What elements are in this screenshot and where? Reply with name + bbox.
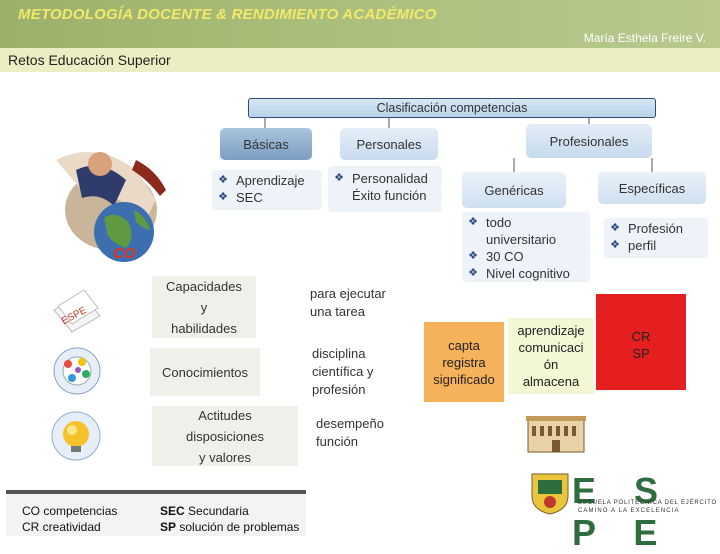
profesionales-box: Profesionales <box>526 124 652 158</box>
legend-box <box>6 490 306 536</box>
personales-box: Personales <box>340 128 438 160</box>
espe-logo-motto: CAMINO A LA EXCELENCIA <box>578 508 680 514</box>
diamond-bullet-icon: ❖ <box>468 216 478 228</box>
diamond-bullet-icon: ❖ <box>468 250 478 262</box>
connector-lines <box>264 118 653 172</box>
list-item: ❖universitario <box>486 232 557 247</box>
basicas-box: Básicas <box>220 128 312 160</box>
author-name: María Esthela Freire V. <box>583 31 706 45</box>
genericas-list: ❖todo ❖universitario ❖30 CO ❖Nivel cogni… <box>462 212 590 282</box>
co-label: CO <box>113 245 136 262</box>
list-item: ❖Personalidad <box>332 170 438 187</box>
diamond-bullet-icon: ❖ <box>218 191 228 203</box>
capacidades-description: para ejecutar una tarea <box>310 286 386 319</box>
main-title: METODOLOGÍA DOCENTE & RENDIMIENTO ACADÉM… <box>18 6 437 23</box>
personales-list: ❖Personalidad ❖Éxito función <box>328 166 442 212</box>
capta-box: capta registra significado <box>424 322 504 402</box>
aprendizaje-box: aprendizaje comunicaci ón almacena <box>508 318 594 394</box>
legend-col1: CO competencias CR creatividad <box>22 504 118 534</box>
diamond-bullet-icon: ❖ <box>334 172 344 184</box>
cr-sp-box: CR SP <box>596 294 686 390</box>
list-item: ❖Éxito función <box>352 188 427 203</box>
paper-stack-icon: ESPE <box>53 289 101 333</box>
building-icon <box>526 416 586 453</box>
list-item: ❖todo <box>466 214 586 231</box>
diamond-bullet-icon: ❖ <box>610 239 620 251</box>
espe-crest-icon <box>531 473 569 515</box>
head-gears-icon <box>53 347 101 395</box>
actitudes-box: Actitudes disposiciones y valores <box>152 406 298 466</box>
conocimientos-box: Conocimientos <box>150 348 260 396</box>
diamond-bullet-icon: ❖ <box>468 267 478 279</box>
classification-box: Clasificación competencias <box>248 98 656 118</box>
slide-subtitle: Retos Educación Superior <box>8 52 171 68</box>
list-item: ❖Profesión <box>608 220 704 237</box>
especificas-list: ❖Profesión ❖perfil <box>604 218 708 258</box>
basicas-list: ❖Aprendizaje ❖SEC <box>212 170 322 210</box>
diamond-bullet-icon: ❖ <box>218 174 228 186</box>
header-band <box>0 0 720 48</box>
list-item: ❖30 CO <box>466 248 586 265</box>
list-item: ❖perfil <box>608 237 704 254</box>
capacidades-box: Capacidades y habilidades <box>152 276 256 338</box>
list-item: ❖Aprendizaje <box>216 172 318 189</box>
conocimientos-description: disciplina científica y profesión <box>312 346 374 397</box>
diamond-bullet-icon: ❖ <box>610 222 620 234</box>
list-item: ❖SEC <box>216 189 318 206</box>
lightbulb-icon <box>51 411 101 461</box>
globe-man-illustration <box>56 152 166 262</box>
genericas-box: Genéricas <box>462 172 566 208</box>
legend-col2: SEC Secundaria SP solución de problemas <box>160 504 300 534</box>
list-item: ❖Nivel cognitivo <box>466 265 586 282</box>
subtitle-band <box>0 48 720 72</box>
especificas-box: Específicas <box>598 172 706 204</box>
espe-logo-subtitle: ESCUELA POLITÉCNICA DEL EJÉRCITO <box>578 500 717 506</box>
actitudes-description: desempeño función <box>316 416 384 449</box>
